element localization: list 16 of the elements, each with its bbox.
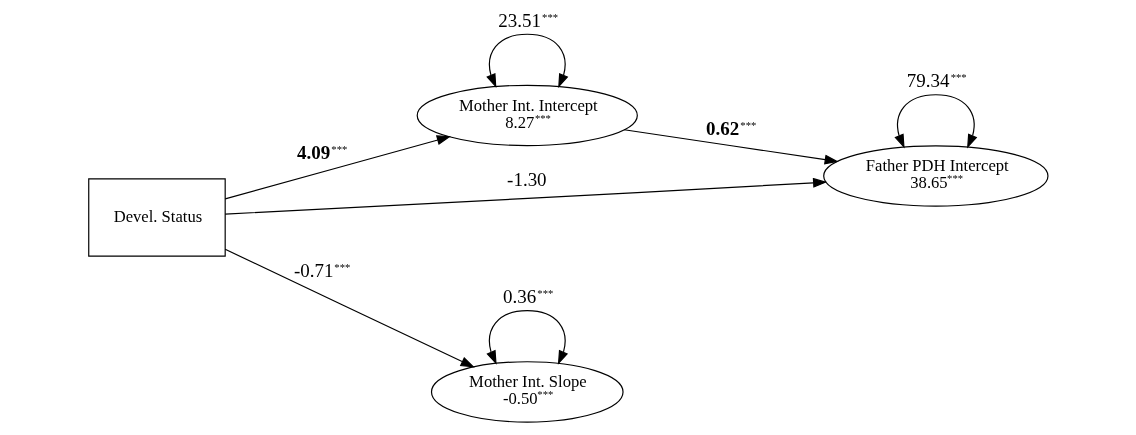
- arrow: [224, 135, 451, 200]
- edge-label: -0.71$^{***}$: [293, 259, 350, 281]
- edge-label: -1.30: [506, 169, 547, 191]
- arrow: [893, 94, 977, 149]
- edge-label: 0.36$^{***}$: [502, 286, 553, 308]
- arrow: [623, 129, 839, 165]
- arrow: [485, 310, 568, 365]
- node-ellipse: Mother Int. Slope -0.50$^{***}$: [430, 361, 624, 423]
- arrow: [224, 248, 475, 368]
- edge-label: 23.51$^{***}$: [497, 9, 558, 31]
- arrow: [224, 177, 827, 215]
- edge-label: 79.34$^{***}$: [906, 70, 967, 92]
- edge-label: 4.09$^{***}$: [296, 142, 347, 164]
- node-box: Devel. Status: [87, 178, 226, 257]
- edge-label: 0.62$^{***}$: [705, 118, 756, 140]
- arrow: [485, 33, 568, 88]
